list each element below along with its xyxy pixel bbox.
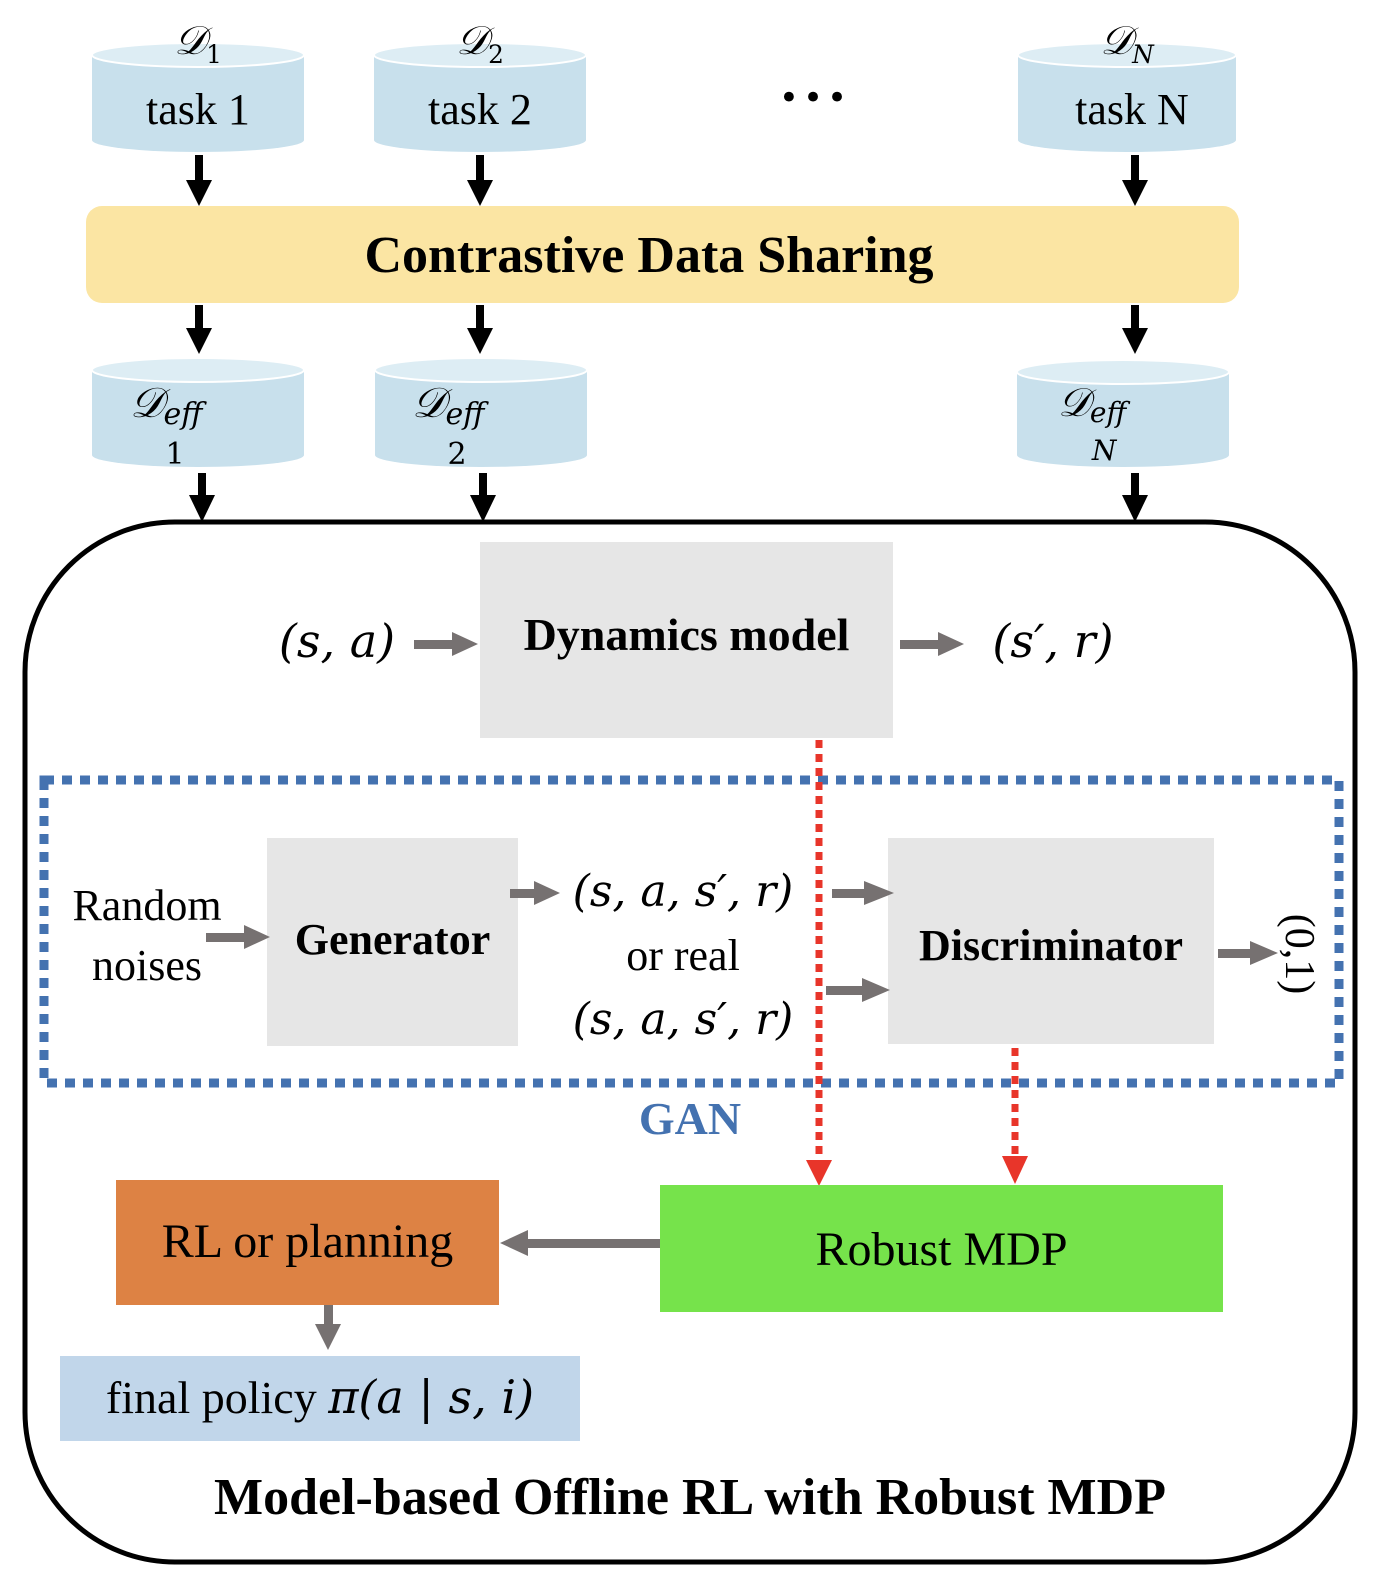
gan-label: GAN [638, 1093, 742, 1144]
arrow-mdp-to-rl [500, 1230, 662, 1256]
dataset-task-n: task N [1075, 85, 1189, 134]
rl-planning-label: RL or planning [161, 1215, 454, 1268]
contrastive-sharing-label: Contrastive Data Sharing [364, 227, 934, 284]
arrow-sharing-to-eff2 [467, 305, 493, 354]
final-policy-box [60, 1356, 580, 1441]
dynamics-output-label: (s′, r) [992, 614, 1114, 668]
red-dotted-arrows [806, 740, 1028, 1186]
dataset-cylinder-1 [91, 42, 305, 152]
ellipsis: ••• [778, 78, 852, 118]
dataset-task-2: task 2 [428, 85, 532, 134]
arrow-d1-to-sharing [186, 155, 212, 206]
arrow-noise-to-generator [206, 925, 270, 949]
sample-or-real-label: or real [626, 931, 740, 980]
arrow-generator-to-sample [510, 881, 560, 905]
eff-dataset-cylinder-n [1016, 359, 1230, 467]
arrow-fake-to-discriminator [832, 881, 894, 905]
discriminator-output-label: (0,1) [1276, 913, 1322, 995]
generator-label: Generator [294, 915, 491, 964]
dynamics-model-box [480, 542, 893, 738]
final-policy-label: final policy π(a | s, i) [105, 1370, 535, 1424]
arrow-rl-to-policy [315, 1305, 341, 1350]
arrow-eff2-to-container [470, 473, 496, 522]
dataset-task-1: task 1 [146, 85, 250, 134]
random-noises-label: Random noises [72, 881, 222, 990]
discriminator-label: Discriminator [919, 921, 1183, 970]
arrow-dynamics-to-output [900, 632, 964, 656]
arrow-discriminator-to-output [1218, 941, 1278, 965]
arrow-effn-to-container [1122, 473, 1148, 522]
arrow-dn-to-sharing [1122, 155, 1148, 206]
dataset-title-2: 𝒟2 [456, 18, 504, 69]
dynamics-input-label: (s, a) [278, 614, 396, 668]
dataset-title-n: 𝒟N [1100, 18, 1154, 69]
gan-samples: (s, a, s′, r) or real (s, a, s′, r) [548, 860, 818, 1052]
gray-arrows [206, 632, 1278, 1350]
arrow-sa-to-dynamics [414, 632, 478, 656]
gan-dashed-border [39, 775, 1344, 1088]
sample-real-label: (s, a, s′, r) [572, 994, 794, 1045]
black-arrows [186, 155, 1148, 522]
arrow-d2-to-sharing [467, 155, 493, 206]
discriminator-box [888, 838, 1214, 1044]
dynamics-model-label: Dynamics model [523, 609, 850, 660]
arrow-sharing-to-effn [1122, 305, 1148, 354]
rl-planning-box [116, 1180, 499, 1305]
robust-mdp-label: Robust MDP [815, 1223, 1068, 1276]
eff-dataset-cylinder-1 [91, 357, 305, 467]
robust-mdp-box [660, 1185, 1223, 1312]
model-based-container [22, 519, 1358, 1565]
arrow-sharing-to-eff1 [186, 305, 212, 354]
dataset-cylinder-n [1017, 42, 1237, 152]
contrastive-sharing-bar [86, 206, 1239, 303]
container-title: Model-based Offline RL with Robust MDP [214, 1469, 1166, 1526]
eff-dataset-cylinder-2 [374, 357, 588, 467]
arrow-real-to-discriminator [826, 978, 890, 1002]
arrow-eff1-to-container [189, 473, 215, 522]
sample-fake-label: (s, a, s′, r) [572, 866, 794, 917]
dataset-title-1: 𝒟1 [174, 18, 222, 69]
dataset-cylinder-2 [373, 42, 587, 152]
generator-box [267, 838, 518, 1046]
